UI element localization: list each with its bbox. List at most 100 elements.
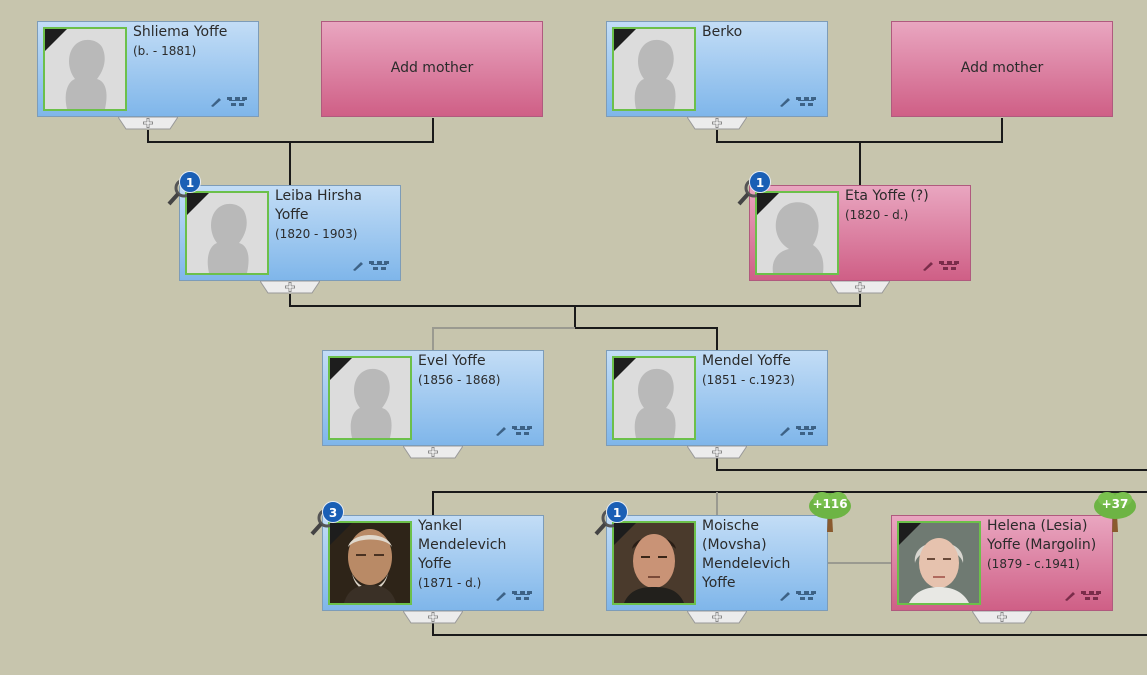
edit-icon[interactable] <box>779 97 791 107</box>
person-dates: (1820 - 1903) <box>275 227 358 241</box>
avatar-photo <box>612 521 696 605</box>
tree-view-icon[interactable] <box>939 261 959 271</box>
plus-icon[interactable] <box>687 117 747 130</box>
edit-icon[interactable] <box>352 261 364 271</box>
avatar <box>43 27 127 111</box>
tree-icon <box>809 492 851 532</box>
edit-icon[interactable] <box>495 426 507 436</box>
deceased-ribbon-icon <box>899 523 923 547</box>
person-card-eta-yoffe[interactable]: Eta Yoffe (?) (1820 - d.) <box>749 185 971 281</box>
person-card-evel-yoffe[interactable]: Evel Yoffe (1856 - 1868) <box>322 350 544 446</box>
tree-count-badge[interactable]: +116 <box>808 490 852 532</box>
person-name: Mendel Yoffe <box>702 353 791 369</box>
tree-view-icon[interactable] <box>796 591 816 601</box>
avatar-photo <box>897 521 981 605</box>
deceased-ribbon-icon <box>614 358 638 382</box>
record-matches-badge[interactable]: 3 <box>310 501 344 536</box>
edit-icon[interactable] <box>495 591 507 601</box>
person-card-yankel-yoffe[interactable]: Yankel Mendelevich Yoffe (1871 - d.) <box>322 515 544 611</box>
expand-tab[interactable] <box>118 117 178 130</box>
person-name: Shliema Yoffe <box>133 24 228 40</box>
add-mother-button-right[interactable]: Add mother <box>891 21 1113 117</box>
person-name: Eta Yoffe (?) <box>845 188 929 204</box>
person-card-moische-yoffe[interactable]: Moische (Movsha) Mendelevich Yoffe <box>606 515 828 611</box>
deceased-ribbon-icon <box>45 29 69 53</box>
tree-icon <box>1094 492 1136 532</box>
tree-view-icon[interactable] <box>369 261 389 271</box>
edit-icon[interactable] <box>779 426 791 436</box>
tree-count: +116 <box>812 497 848 511</box>
person-name: Leiba Hirsha Yoffe <box>275 188 362 223</box>
add-mother-button-left[interactable]: Add mother <box>321 21 543 117</box>
plus-icon[interactable] <box>403 611 463 624</box>
male-silhouette-icon <box>350 368 392 438</box>
person-dates: (1851 - c.1923) <box>702 373 795 387</box>
tree-view-icon[interactable] <box>796 97 816 107</box>
record-matches-badge[interactable]: 1 <box>167 171 201 206</box>
plus-icon[interactable] <box>118 117 178 130</box>
avatar-photo <box>328 521 412 605</box>
expand-tab[interactable] <box>687 446 747 459</box>
avatar <box>755 191 839 275</box>
deceased-ribbon-icon <box>757 193 781 217</box>
expand-tab[interactable] <box>972 611 1032 624</box>
tree-view-icon[interactable] <box>227 97 247 107</box>
person-name: Evel Yoffe <box>418 353 486 369</box>
deceased-ribbon-icon <box>330 358 354 382</box>
male-silhouette-icon <box>65 39 107 109</box>
edit-icon[interactable] <box>1064 591 1076 601</box>
expand-tab[interactable] <box>687 117 747 130</box>
edit-icon[interactable] <box>779 591 791 601</box>
record-count: 1 <box>749 171 771 193</box>
deceased-ribbon-icon <box>614 29 638 53</box>
portrait-photo <box>614 523 694 603</box>
person-name: Moische (Movsha) Mendelevich Yoffe <box>702 518 791 591</box>
male-silhouette-icon <box>634 368 676 438</box>
male-silhouette-icon <box>207 203 249 273</box>
avatar <box>612 27 696 111</box>
person-card-leiba-hirsha-yoffe[interactable]: Leiba Hirsha Yoffe (1820 - 1903) <box>179 185 401 281</box>
person-dates: (b. - 1881) <box>133 44 197 58</box>
tree-view-icon[interactable] <box>796 426 816 436</box>
person-dates: (1820 - d.) <box>845 208 909 222</box>
expand-tab[interactable] <box>403 611 463 624</box>
person-name: Yankel Mendelevich Yoffe <box>418 518 507 572</box>
record-count: 1 <box>606 501 628 523</box>
edit-icon[interactable] <box>922 261 934 271</box>
avatar <box>612 356 696 440</box>
record-matches-badge[interactable]: 1 <box>594 501 628 536</box>
plus-icon[interactable] <box>687 611 747 624</box>
record-matches-badge[interactable]: 1 <box>737 171 771 206</box>
person-card-helena-yoffe[interactable]: Helena (Lesia) Yoffe (Margolin) (1879 - … <box>891 515 1113 611</box>
avatar <box>328 356 412 440</box>
plus-icon[interactable] <box>687 446 747 459</box>
tree-view-icon[interactable] <box>512 426 532 436</box>
portrait-photo <box>899 523 979 603</box>
tree-view-icon[interactable] <box>1081 591 1101 601</box>
plus-icon[interactable] <box>830 281 890 294</box>
expand-tab[interactable] <box>260 281 320 294</box>
plus-icon[interactable] <box>403 446 463 459</box>
expand-tab[interactable] <box>687 611 747 624</box>
plus-icon[interactable] <box>260 281 320 294</box>
person-card-shliema-yoffe[interactable]: Shliema Yoffe (b. - 1881) <box>37 21 259 117</box>
person-card-berko[interactable]: Berko <box>606 21 828 117</box>
person-dates: (1871 - d.) <box>418 576 482 590</box>
edit-icon[interactable] <box>210 97 222 107</box>
female-silhouette-icon <box>772 202 824 273</box>
male-silhouette-icon <box>634 39 676 109</box>
expand-tab[interactable] <box>403 446 463 459</box>
tree-count-badge[interactable]: +37 <box>1093 490 1137 532</box>
tree-view-icon[interactable] <box>512 591 532 601</box>
plus-icon[interactable] <box>972 611 1032 624</box>
person-card-mendel-yoffe[interactable]: Mendel Yoffe (1851 - c.1923) <box>606 350 828 446</box>
tree-count: +37 <box>1101 497 1129 511</box>
deceased-ribbon-icon <box>187 193 211 217</box>
record-count: 1 <box>179 171 201 193</box>
person-dates: (1879 - c.1941) <box>987 557 1080 571</box>
avatar <box>185 191 269 275</box>
person-name: Berko <box>702 24 743 40</box>
deceased-ribbon-icon <box>614 523 638 547</box>
expand-tab[interactable] <box>830 281 890 294</box>
